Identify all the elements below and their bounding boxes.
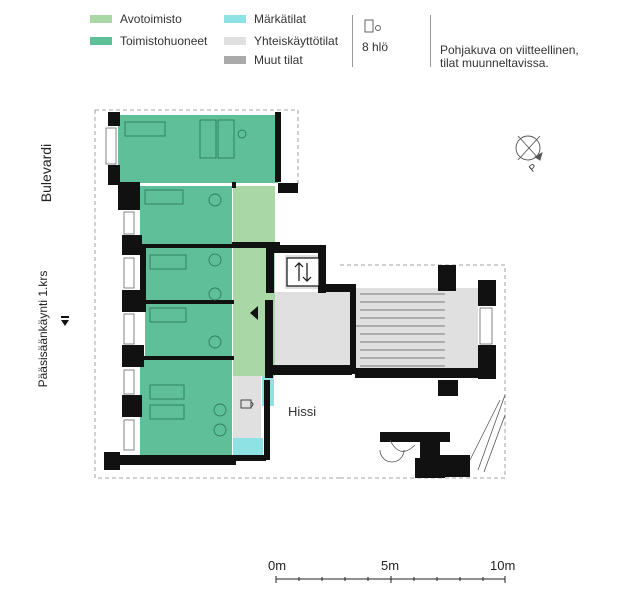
elevator-label: Hissi [288,404,317,419]
street-label: Bulevardi [38,143,54,203]
capacity-label: 8 hlö [362,40,389,54]
legend-muut-tilat: Muut tilat [224,53,303,67]
legend-yhteiskayttotilat: Yhteiskäyttötilat [224,34,338,48]
legend-swatch-avotoimisto [90,15,112,23]
scale-label-10: 10m [490,558,516,573]
legend-swatch-yhteiskayttotilat [224,37,246,45]
office-rooms [118,115,278,456]
legend-label-markatilat: Märkätilat [254,12,307,26]
entrance-marker [250,306,258,320]
scale-label-0: 0m [268,558,287,573]
elevator-icon [286,257,320,287]
main-entrance-icon [61,316,69,326]
legend-avotoimisto: Avotoimisto [90,12,182,26]
walls [104,112,496,478]
legend-divider-1 [352,15,353,67]
plan-note-line2: tilat muunneltavissa. [440,56,549,70]
plot-outline [94,109,506,479]
spiral-stair [379,394,506,473]
compass-icon [515,135,543,161]
coffee-cup-icon [240,399,254,409]
legend-label-avotoimisto: Avotoimisto [120,12,182,26]
legend-toimistohuoneet: Toimistohuoneet [90,34,207,48]
scale-label-5: 5m [381,558,400,573]
legend-label-toimistohuoneet: Toimistohuoneet [120,34,208,48]
office-room-3 [145,248,232,300]
wc-2 [233,438,263,456]
plan-note-line1: Pohjakuva on viitteellinen, [440,43,579,57]
legend-divider-2 [430,15,431,67]
legend-swatch-toimistohuoneet [90,37,112,45]
office-room-4 [145,304,232,356]
furniture [124,119,247,437]
legend-swatch-markatilat [224,15,246,23]
legend-swatch-muut-tilat [224,56,246,64]
lobby [275,292,353,370]
office-room-5 [140,360,232,456]
entrance-label: Pääsisäänkäynti 1.krs [36,270,50,388]
legend-label-muut-tilat: Muut tilat [254,53,303,67]
legend-label-yhteiskayttotilat: Yhteiskäyttötilat [254,34,339,48]
office-room-1 [118,115,278,183]
windows [105,127,493,451]
legend-markatilat: Märkätilat [224,12,306,26]
stair-treads [350,293,445,367]
office-room-2 [140,186,232,244]
